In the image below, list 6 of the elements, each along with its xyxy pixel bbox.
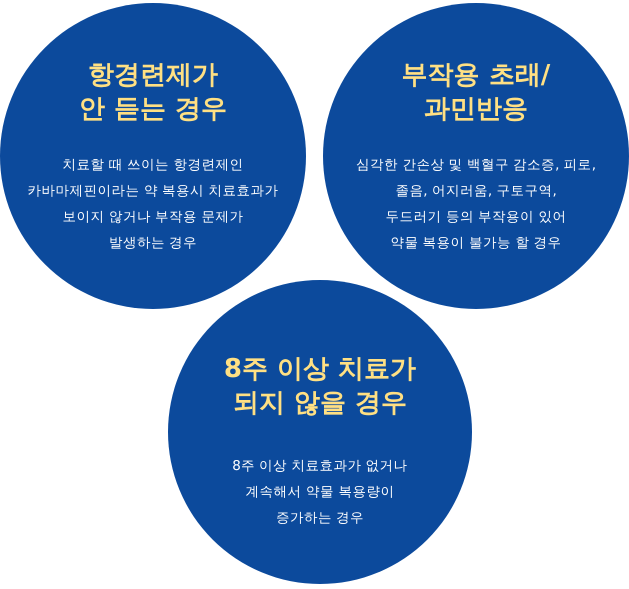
circle-title: 8주 이상 치료가 되지 않을 경우 xyxy=(224,353,416,420)
circle-description: 심각한 간손상 및 백혈구 감소증, 피로, 졸음, 어지러움, 구토구역, 두드러기 등의 부작용이 있어 약물 복용이 불가능 할 경우 xyxy=(356,156,596,253)
circle-description: 치료할 때 쓰이는 항경련제인 카바마제핀이라는 약 복용시 치료효과가 보이지 않거나 부작용 문제가 발생하는 경우 xyxy=(28,156,278,253)
circle-title: 부작용 초래/ 과민반응 xyxy=(402,59,550,126)
circle-description: 8주 이상 치료효과가 없거나 계속해서 약물 복용량이 증가하는 경우 xyxy=(232,457,408,528)
circle-title: 항경련제가 안 듣는 경우 xyxy=(78,59,228,126)
